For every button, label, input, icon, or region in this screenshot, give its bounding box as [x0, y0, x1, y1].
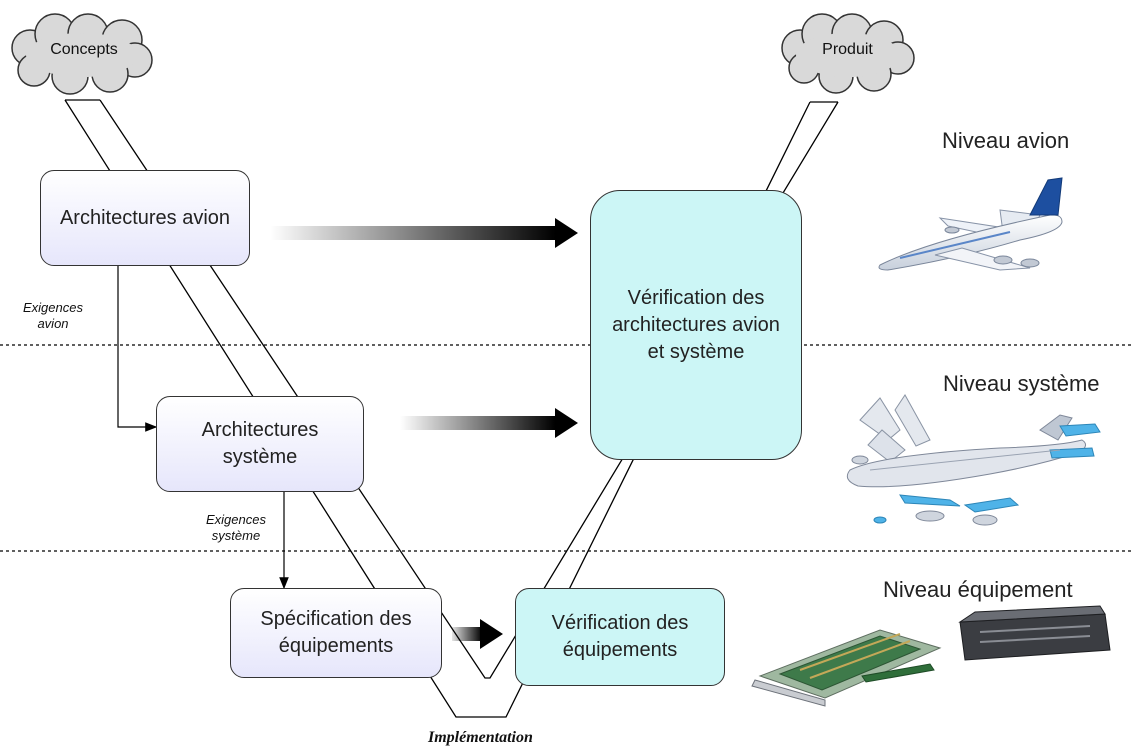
produit-cloud: [781, 13, 915, 94]
aircraft-verification-arrow: [270, 218, 578, 248]
equipment-level-label: Niveau équipement: [883, 577, 1073, 602]
concepts-label: Concepts: [50, 41, 118, 58]
equipment-verification-box: Vérification des équipements: [515, 588, 725, 686]
architecture-verification-box: Vérification des architectures avion et …: [590, 190, 802, 460]
equipment-specification-box: Spécification des équipements: [230, 588, 442, 678]
electronic-equipment-icon: [751, 605, 1111, 707]
system-verification-arrow: [400, 408, 578, 438]
equipment-verification-arrow: [452, 619, 503, 649]
produit-label: Produit: [822, 41, 873, 58]
implementation-label: Implémentation: [428, 729, 533, 746]
system-requirements-label: Exigences système: [206, 512, 266, 543]
concepts-cloud: [11, 13, 153, 95]
system-level-label: Niveau système: [943, 371, 1100, 396]
system-architectures-box: Architectures système: [156, 396, 364, 492]
aircraft-icon: [878, 177, 1063, 271]
exploded-aircraft-icon: [846, 394, 1101, 526]
aircraft-requirements-label: Exigences avion: [23, 300, 83, 331]
aircraft-to-system-connector: [117, 265, 158, 432]
aircraft-architectures-box: Architectures avion: [40, 170, 250, 266]
aircraft-level-label: Niveau avion: [942, 128, 1070, 153]
